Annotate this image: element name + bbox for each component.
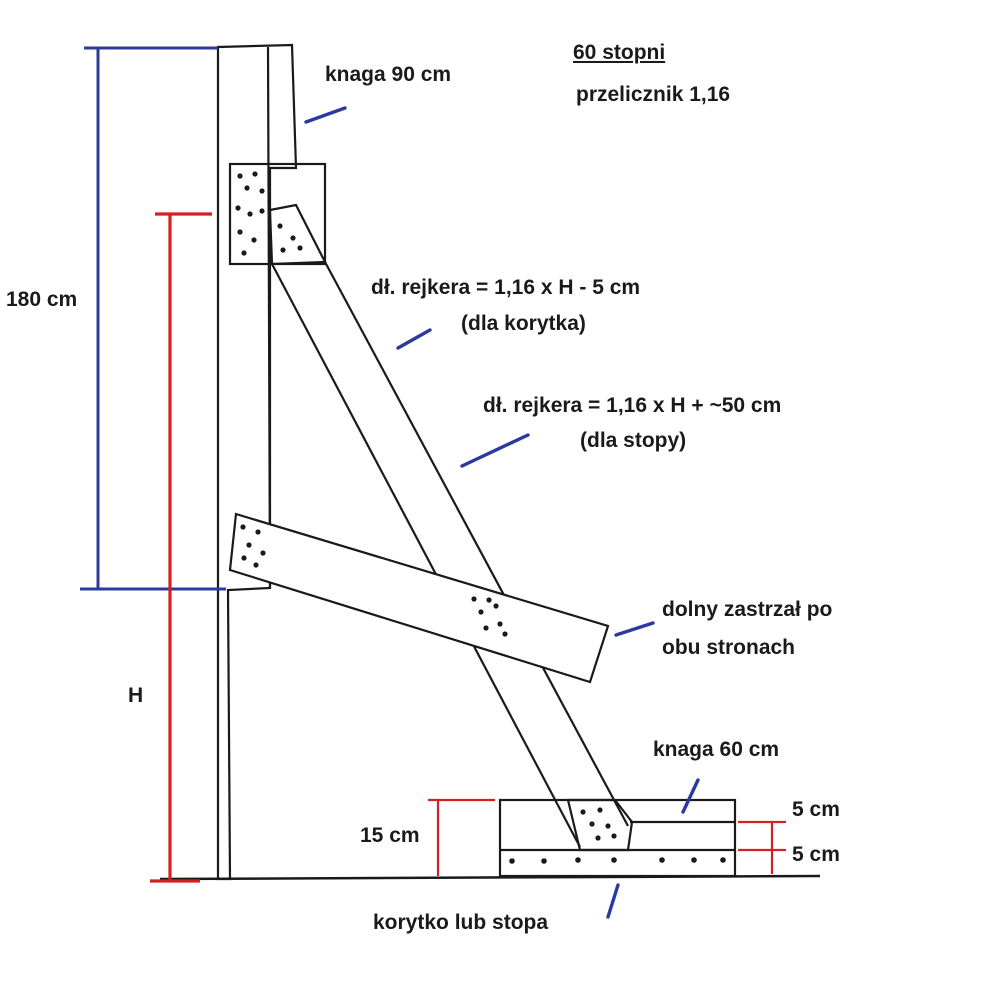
lower-brace (228, 512, 610, 684)
label-5cm-bottom: 5 cm (792, 843, 840, 866)
lower-brace-nails (240, 524, 508, 637)
raker (271, 261, 629, 848)
top-cleat-nails (235, 171, 303, 256)
label-15cm: 15 cm (360, 824, 420, 847)
base-and-cleat (498, 798, 737, 878)
label-raker-foot-1: dł. rejkera = 1,16 x H + ~50 cm (483, 394, 782, 417)
leader-raker-trough (396, 328, 432, 350)
label-top-cleat: knaga 90 cm (325, 63, 452, 86)
leader-bottom-cleat (681, 778, 700, 814)
base-nails (509, 807, 726, 864)
dimension-h (150, 212, 212, 883)
label-lower-brace-2: obu stronach (662, 636, 796, 659)
title-factor: przelicznik 1,16 (576, 83, 731, 106)
vertical-post (216, 43, 298, 881)
dimension-5cm (738, 820, 786, 874)
label-raker-trough-2: (dla korytka) (461, 312, 586, 335)
leader-lower-brace (614, 621, 655, 637)
leader-lines (304, 106, 700, 919)
label-lower-brace-1: dolny zastrzał po (662, 598, 833, 621)
label-raker-trough-1: dł. rejkera = 1,16 x H - 5 cm (371, 276, 641, 299)
top-cleat (228, 162, 327, 266)
leader-base (606, 883, 620, 919)
dimension-15cm (428, 798, 495, 876)
leader-top-cleat (304, 106, 347, 124)
label-180cm: 180 cm (6, 288, 78, 311)
label-bottom-cleat: knaga 60 cm (653, 738, 780, 761)
label-5cm-top: 5 cm (792, 798, 840, 821)
dimension-180cm (80, 46, 226, 591)
title-angle: 60 stopni (573, 41, 666, 64)
label-h: H (128, 684, 144, 707)
leader-raker-foot (460, 433, 530, 468)
label-raker-foot-2: (dla stopy) (580, 429, 687, 452)
label-base: korytko lub stopa (373, 911, 549, 934)
